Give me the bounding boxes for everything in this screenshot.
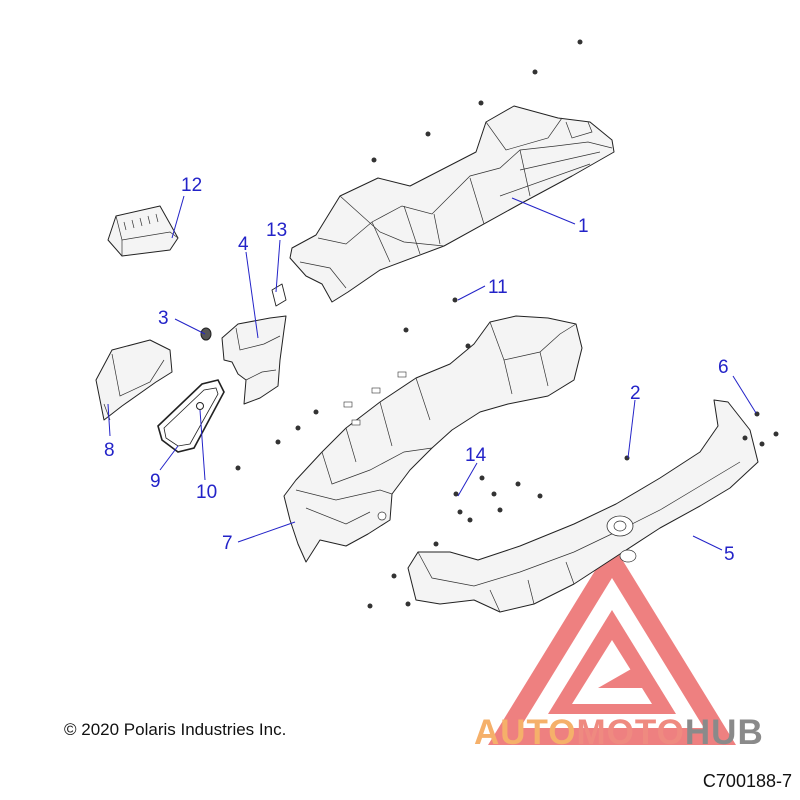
part-9-gasket [157, 379, 225, 453]
callout-12: 12 [181, 175, 202, 196]
watermark-part-hub: HUB [684, 713, 764, 752]
copyright-notice: © 2020 Polaris Industries Inc. [64, 720, 287, 739]
part-3-grommet [200, 327, 212, 341]
callout-1: 1 [578, 216, 589, 237]
hardware-fasteners [235, 39, 779, 609]
callout-2: 2 [630, 383, 641, 404]
callout-7: 7 [222, 533, 233, 554]
part-7-lower-dash-frame [283, 315, 583, 563]
part-12-storage-bin [107, 205, 179, 257]
drawing-number: C700188-7 [702, 771, 792, 791]
watermark-part-auto: AUTO [474, 713, 577, 752]
callout-11: 11 [488, 277, 508, 298]
callout-4: 4 [238, 234, 249, 255]
part-10-fitting [196, 402, 204, 410]
callout-10: 10 [196, 482, 217, 503]
watermark-triangle-logo [488, 543, 736, 745]
part-8-side-cover [95, 339, 173, 421]
callout-8: 8 [104, 440, 115, 461]
callout-13: 13 [266, 220, 287, 241]
part-13-clip [271, 283, 287, 307]
part-5-lower-cross-panel [407, 399, 759, 613]
callout-numbers: 1 2 3 4 5 6 7 8 9 10 11 12 13 14 [104, 175, 735, 565]
callout-3: 3 [158, 308, 169, 329]
watermark-brand-text: AUTOMOTOHUB [474, 713, 764, 753]
part-1-upper-dash-panel [289, 105, 615, 303]
watermark-part-moto: MOTO [576, 713, 685, 752]
callout-6: 6 [718, 357, 729, 378]
part-4-bracket-panel [221, 315, 287, 405]
callout-leader-lines [107, 195, 757, 551]
callout-14: 14 [465, 445, 487, 466]
callout-9: 9 [150, 471, 161, 492]
callout-5: 5 [724, 544, 735, 565]
